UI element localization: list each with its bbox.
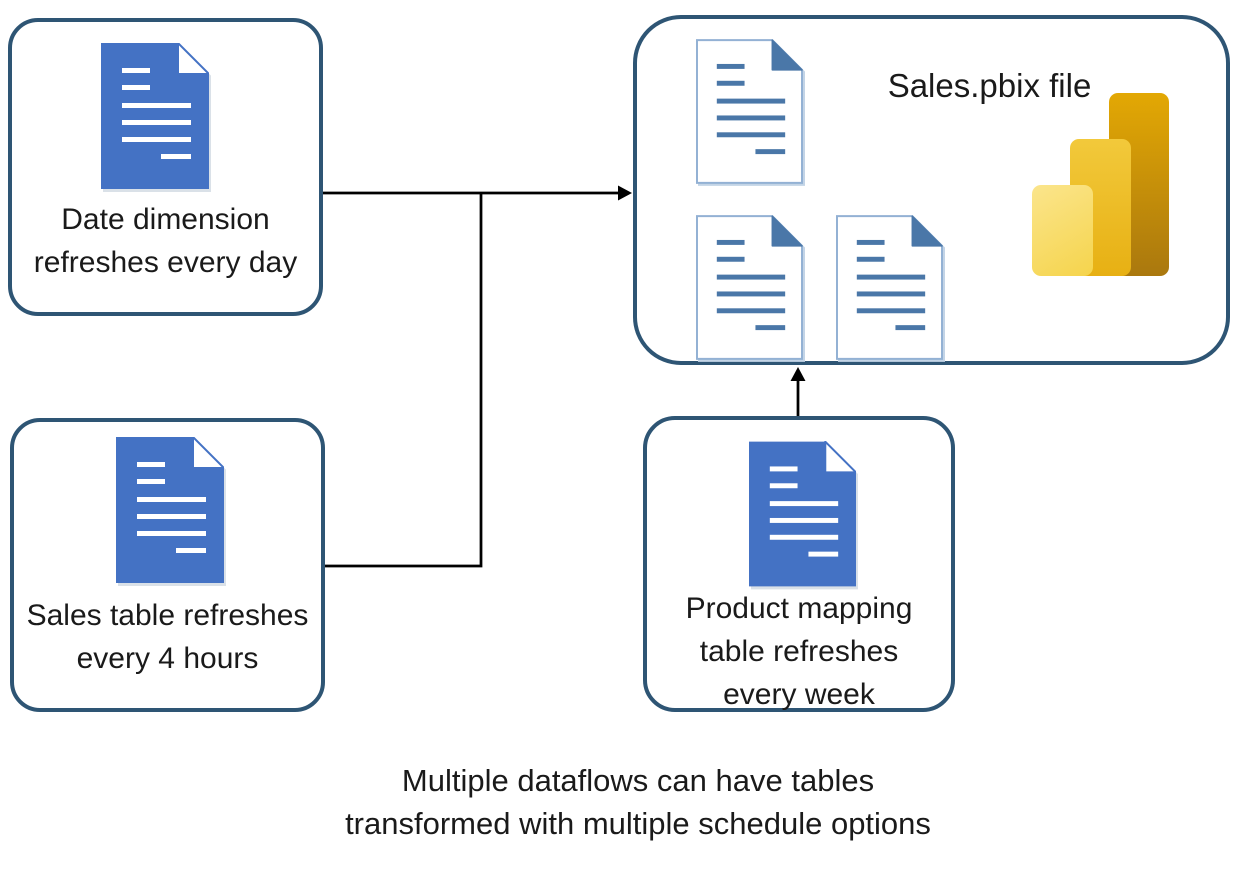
node-pbix-file: Sales.pbix file	[633, 15, 1230, 365]
node-date-dimension: Date dimension refreshes every day	[8, 18, 323, 316]
power-bi-logo-icon	[1032, 93, 1169, 276]
node-label-sales-table: Sales table refreshes every 4 hours	[14, 594, 321, 680]
caption-line: transformed with multiple schedule optio…	[345, 806, 931, 841]
arrowhead-right	[618, 185, 632, 201]
pbix-file-title: Sales.pbix file	[887, 67, 1092, 104]
label-line: every 4 hours	[76, 642, 259, 675]
document-icon	[101, 43, 209, 189]
caption-line: Multiple dataflows can have tables	[401, 763, 875, 798]
node-sales-table: Sales table refreshes every 4 hours	[10, 418, 325, 712]
document-icon	[116, 437, 224, 583]
power-bi-bar-short	[1032, 185, 1093, 276]
label-line: every week	[723, 678, 875, 711]
label-line: Product mapping	[685, 592, 913, 625]
node-label-date-dimension: Date dimension refreshes every day	[12, 198, 319, 284]
label-line: table refreshes	[699, 635, 899, 668]
label-line: Sales table refreshes	[26, 599, 309, 632]
label-line: Date dimension	[61, 203, 270, 236]
node-product-mapping: Product mapping table refreshes every we…	[643, 416, 955, 712]
document-outline-icon	[696, 39, 803, 184]
connector-elbow	[325, 193, 483, 568]
label-line: refreshes every day	[33, 246, 298, 279]
document-outline-icon	[696, 215, 803, 360]
arrowhead-up	[790, 367, 806, 381]
document-outline-icon	[836, 215, 943, 360]
document-icon	[749, 441, 856, 587]
node-label-product-mapping: Product mapping table refreshes every we…	[647, 587, 951, 716]
diagram-caption: Multiple dataflows can have tables trans…	[38, 759, 1238, 845]
